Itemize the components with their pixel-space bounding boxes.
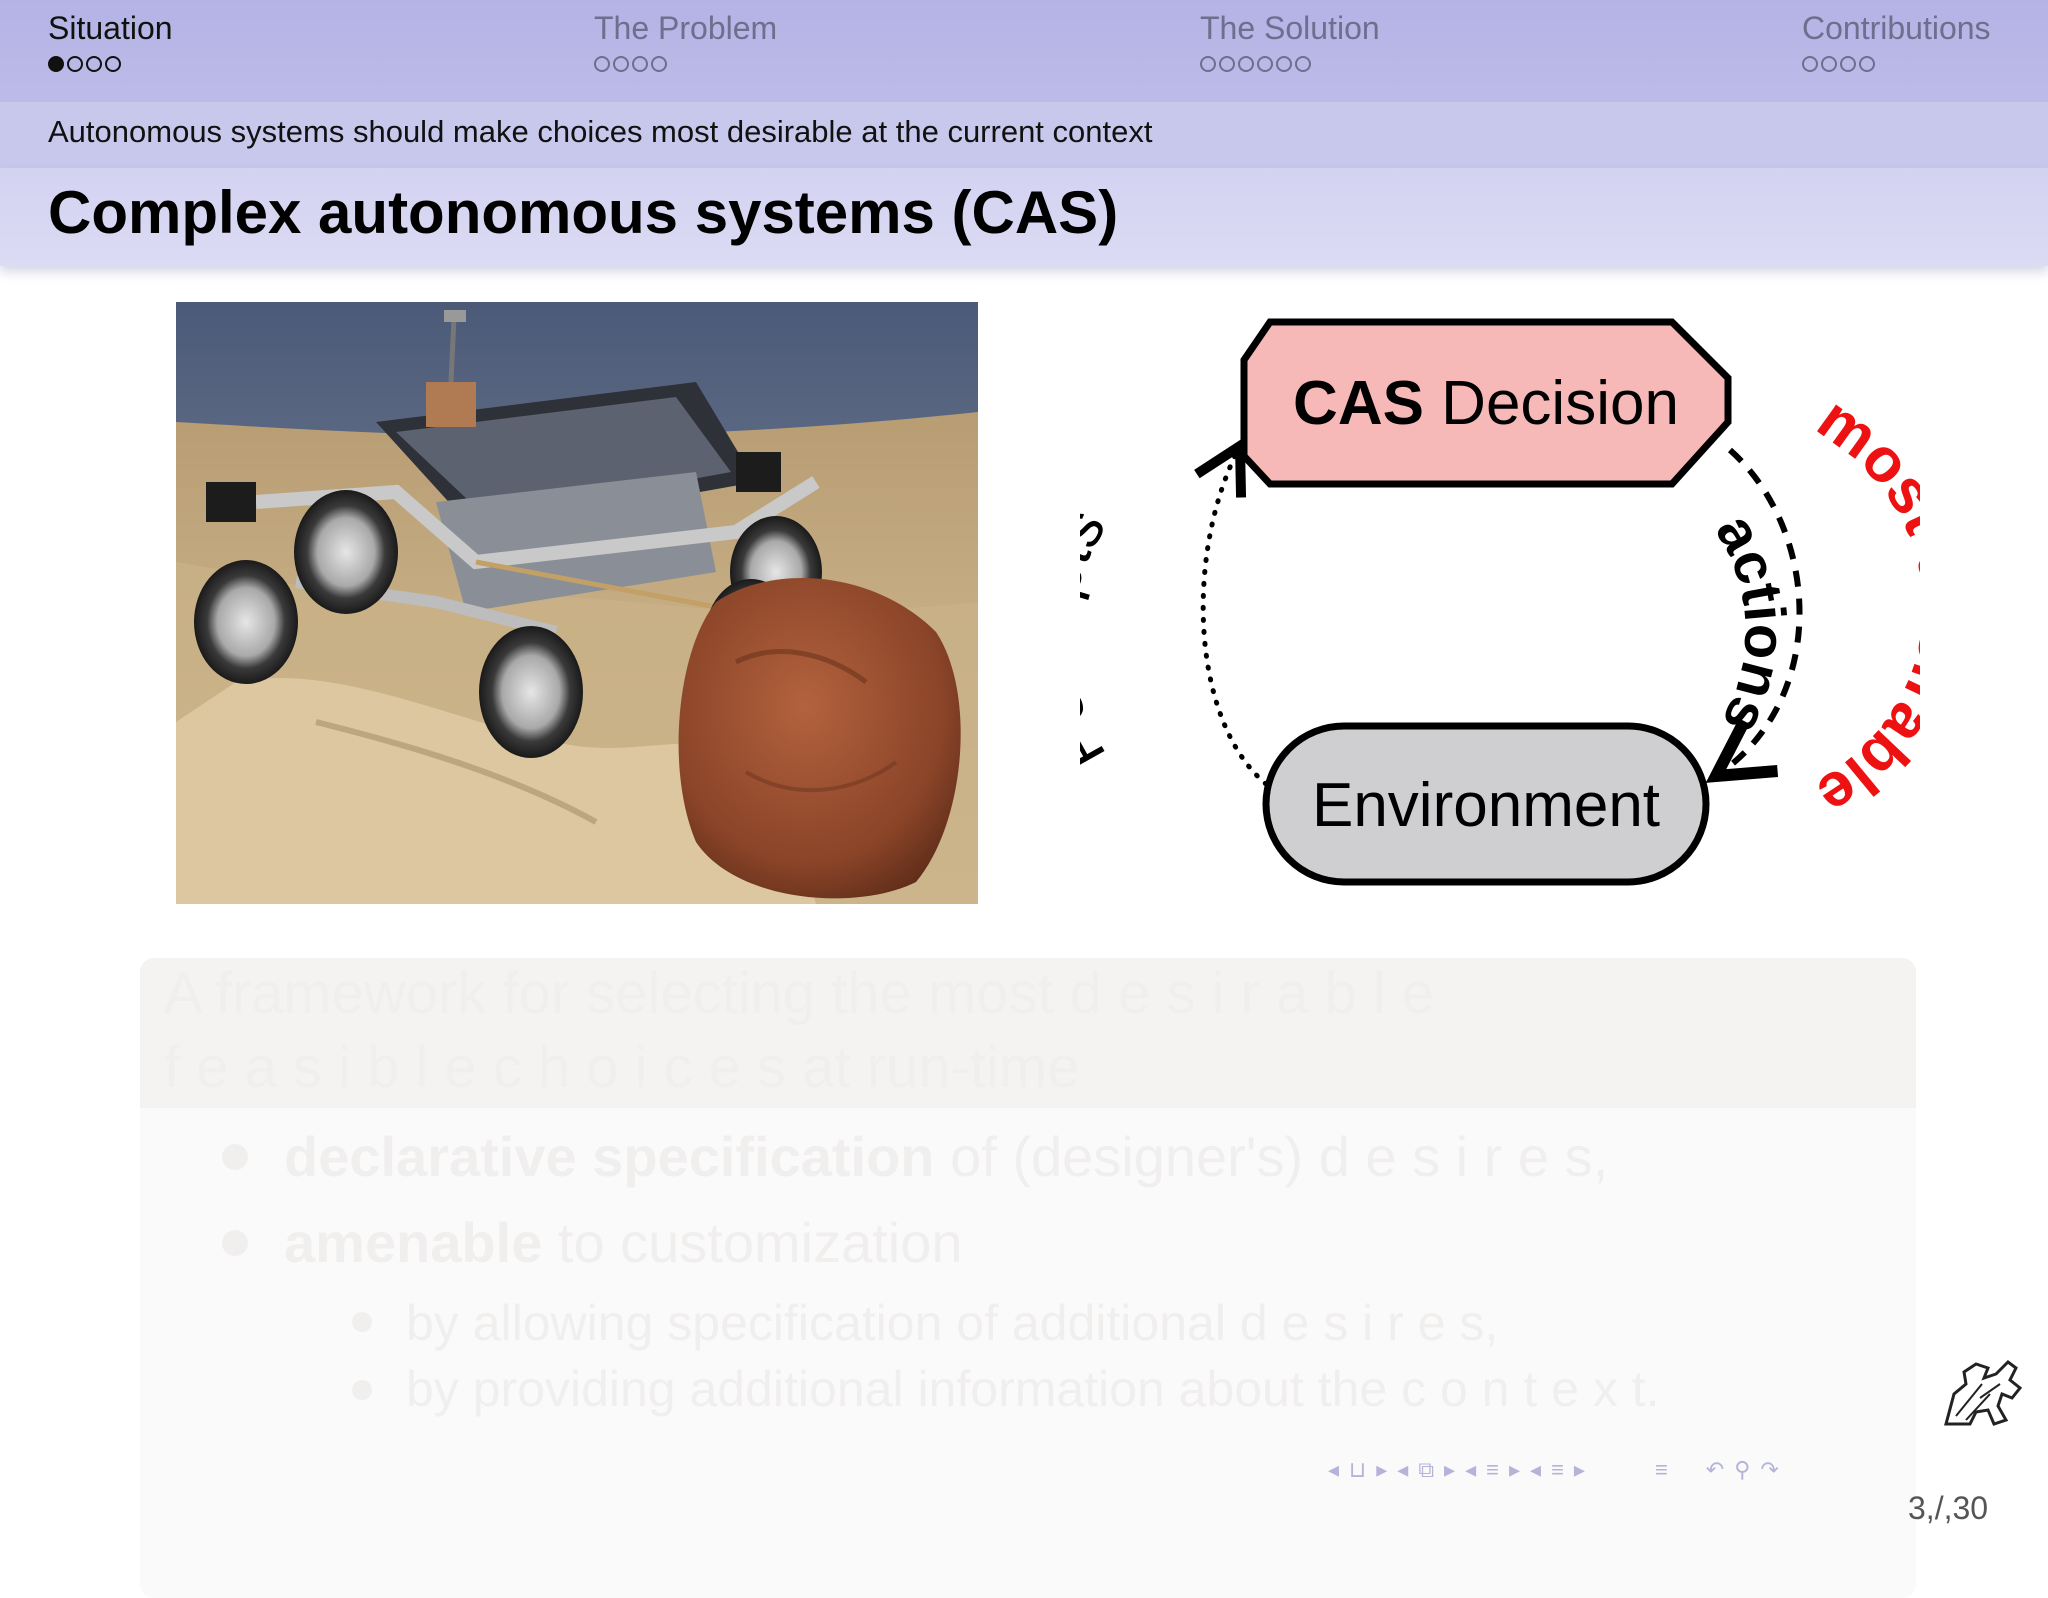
nav-frame-dot[interactable] xyxy=(1821,56,1837,72)
faded-bullet xyxy=(222,1230,248,1256)
nav-frame-dot[interactable] xyxy=(105,56,121,72)
nav-frame-dot[interactable] xyxy=(632,56,648,72)
nav-toc-icon[interactable]: ≡ xyxy=(1654,1457,1668,1482)
nav-section-the-solution[interactable]: The Solution xyxy=(1200,8,1380,74)
subsection-title: Autonomous systems should make choices m… xyxy=(48,114,1153,149)
nav-frame-dot[interactable] xyxy=(86,56,102,72)
nav-frame-dots xyxy=(1200,54,1380,74)
percepts-arrow xyxy=(1203,446,1269,787)
faded-item-1-rest: of (designer's) d e s i r e s, xyxy=(934,1125,1609,1188)
cas-cycle-diagram: CAS Decision Environment Percepts action… xyxy=(1016,300,1980,900)
nav-frame-dot[interactable] xyxy=(48,56,64,72)
cas-decision-node xyxy=(1240,318,1732,488)
faded-sub-item-1: by allowing specification of additional … xyxy=(406,1295,1499,1351)
nav-frame-icon[interactable]: ⊔ xyxy=(1349,1457,1367,1482)
rover-illustration xyxy=(176,302,978,904)
svg-text:CAS Decision: CAS Decision xyxy=(1293,369,1679,438)
faded-block-title-line1: A framework for selecting the most d e s… xyxy=(164,961,1435,1026)
svg-text:actions: actions xyxy=(1703,503,1798,744)
redo-icon[interactable]: ↷ xyxy=(1760,1457,1779,1482)
university-logo-icon xyxy=(1944,1360,2023,1426)
nav-next-section-icon[interactable]: ▸ xyxy=(1508,1457,1521,1482)
nav-prev-subsection-icon[interactable]: ◂ xyxy=(1397,1457,1409,1482)
nav-doc-icon[interactable]: ≡ xyxy=(1551,1457,1564,1482)
cas-decision-label-bold: CAS xyxy=(1293,369,1424,438)
nav-prev-doc-icon[interactable]: ◂ xyxy=(1530,1457,1542,1482)
nav-section-title: The Solution xyxy=(1200,10,1380,46)
nav-section-title: Situation xyxy=(48,10,173,46)
nav-frame-dot[interactable] xyxy=(67,56,83,72)
environment-label: Environment xyxy=(1312,771,1660,840)
beamer-navigation: ◂ ⊔ ▸ ◂ ⧉ ▸ ◂ ≡ ▸ ◂ ≡ ▸ ≡ ↶ ⚲ ↷ xyxy=(1328,1452,1779,1488)
nav-frame-dot[interactable] xyxy=(1802,56,1818,72)
nav-frame-dot[interactable] xyxy=(651,56,667,72)
faded-sub-item-2: by providing additional information abou… xyxy=(406,1361,1660,1417)
nav-frame-dot[interactable] xyxy=(594,56,610,72)
header-navigation: Situation The Problem The Solution Contr… xyxy=(0,0,2048,102)
faded-item-2-rest: to customization xyxy=(542,1211,963,1274)
page-number: 3,/,30 xyxy=(1908,1490,1989,1526)
most-desirable-label: most desirable xyxy=(1804,383,1980,832)
svg-text:Percepts: Percepts xyxy=(1080,497,1119,783)
faded-bullet xyxy=(222,1144,248,1170)
actions-arrow xyxy=(1716,447,1803,776)
nav-frame-dots xyxy=(594,54,777,74)
nav-frame-dot[interactable] xyxy=(1257,56,1273,72)
faded-item-1: declarative specification of (designer's… xyxy=(284,1124,1608,1189)
nav-frame-dot[interactable] xyxy=(1238,56,1254,72)
nav-frame-dot[interactable] xyxy=(613,56,629,72)
nav-section-contributions[interactable]: Contributions xyxy=(1802,8,1991,74)
rover-photo xyxy=(176,302,978,904)
nav-frame-dot[interactable] xyxy=(1200,56,1216,72)
faded-block-title-line2: f e a s i b l e c h o i c e s at run-tim… xyxy=(164,1035,1080,1100)
faded-item-2-bold: amenable xyxy=(284,1211,543,1274)
faded-item-2: amenable to customization xyxy=(284,1210,963,1275)
percepts-label: Percepts xyxy=(1016,497,1119,783)
subsection-bar: Autonomous systems should make choices m… xyxy=(0,102,2048,168)
undo-icon[interactable]: ↶ xyxy=(1705,1457,1725,1482)
nav-subsection-icon[interactable]: ⧉ xyxy=(1418,1457,1435,1482)
nav-next-subsection-icon[interactable]: ▸ xyxy=(1444,1457,1456,1482)
frame-title-bar: Complex autonomous systems (CAS) xyxy=(0,168,2048,266)
nav-frame-dots xyxy=(48,54,173,74)
nav-frame-dot[interactable] xyxy=(1295,56,1311,72)
nav-frame-dot[interactable] xyxy=(1859,56,1875,72)
nav-next-doc-icon[interactable]: ▸ xyxy=(1573,1457,1585,1482)
nav-section-icon[interactable]: ≡ xyxy=(1486,1457,1499,1482)
faded-sub-bullet xyxy=(352,1380,372,1400)
nav-frame-dots xyxy=(1802,54,1991,74)
cas-decision-label-rest: Decision xyxy=(1424,369,1679,438)
nav-section-title: The Problem xyxy=(594,10,778,46)
search-icon[interactable]: ⚲ xyxy=(1734,1457,1751,1482)
svg-text:most desirable: most desirable xyxy=(1805,384,1920,830)
nav-prev-frame-icon[interactable]: ◂ xyxy=(1328,1457,1340,1482)
nav-next-frame-icon[interactable]: ▸ xyxy=(1376,1457,1388,1482)
environment-node xyxy=(1262,722,1710,886)
nav-frame-dot[interactable] xyxy=(1219,56,1235,72)
faded-item-1-bold: declarative specification xyxy=(284,1125,935,1188)
nav-section-title: Contributions xyxy=(1802,10,1991,46)
actions-label: actions xyxy=(1703,503,1798,744)
nav-section-the-problem[interactable]: The Problem xyxy=(594,8,777,74)
faded-sub-bullet xyxy=(352,1312,372,1332)
nav-section-situation[interactable]: Situation xyxy=(48,8,173,74)
nav-frame-dot[interactable] xyxy=(1276,56,1292,72)
nav-frame-dot[interactable] xyxy=(1840,56,1856,72)
nav-prev-section-icon[interactable]: ◂ xyxy=(1465,1457,1477,1482)
frame-title: Complex autonomous systems (CAS) xyxy=(48,179,1119,246)
faded-block-header xyxy=(140,958,1916,1108)
